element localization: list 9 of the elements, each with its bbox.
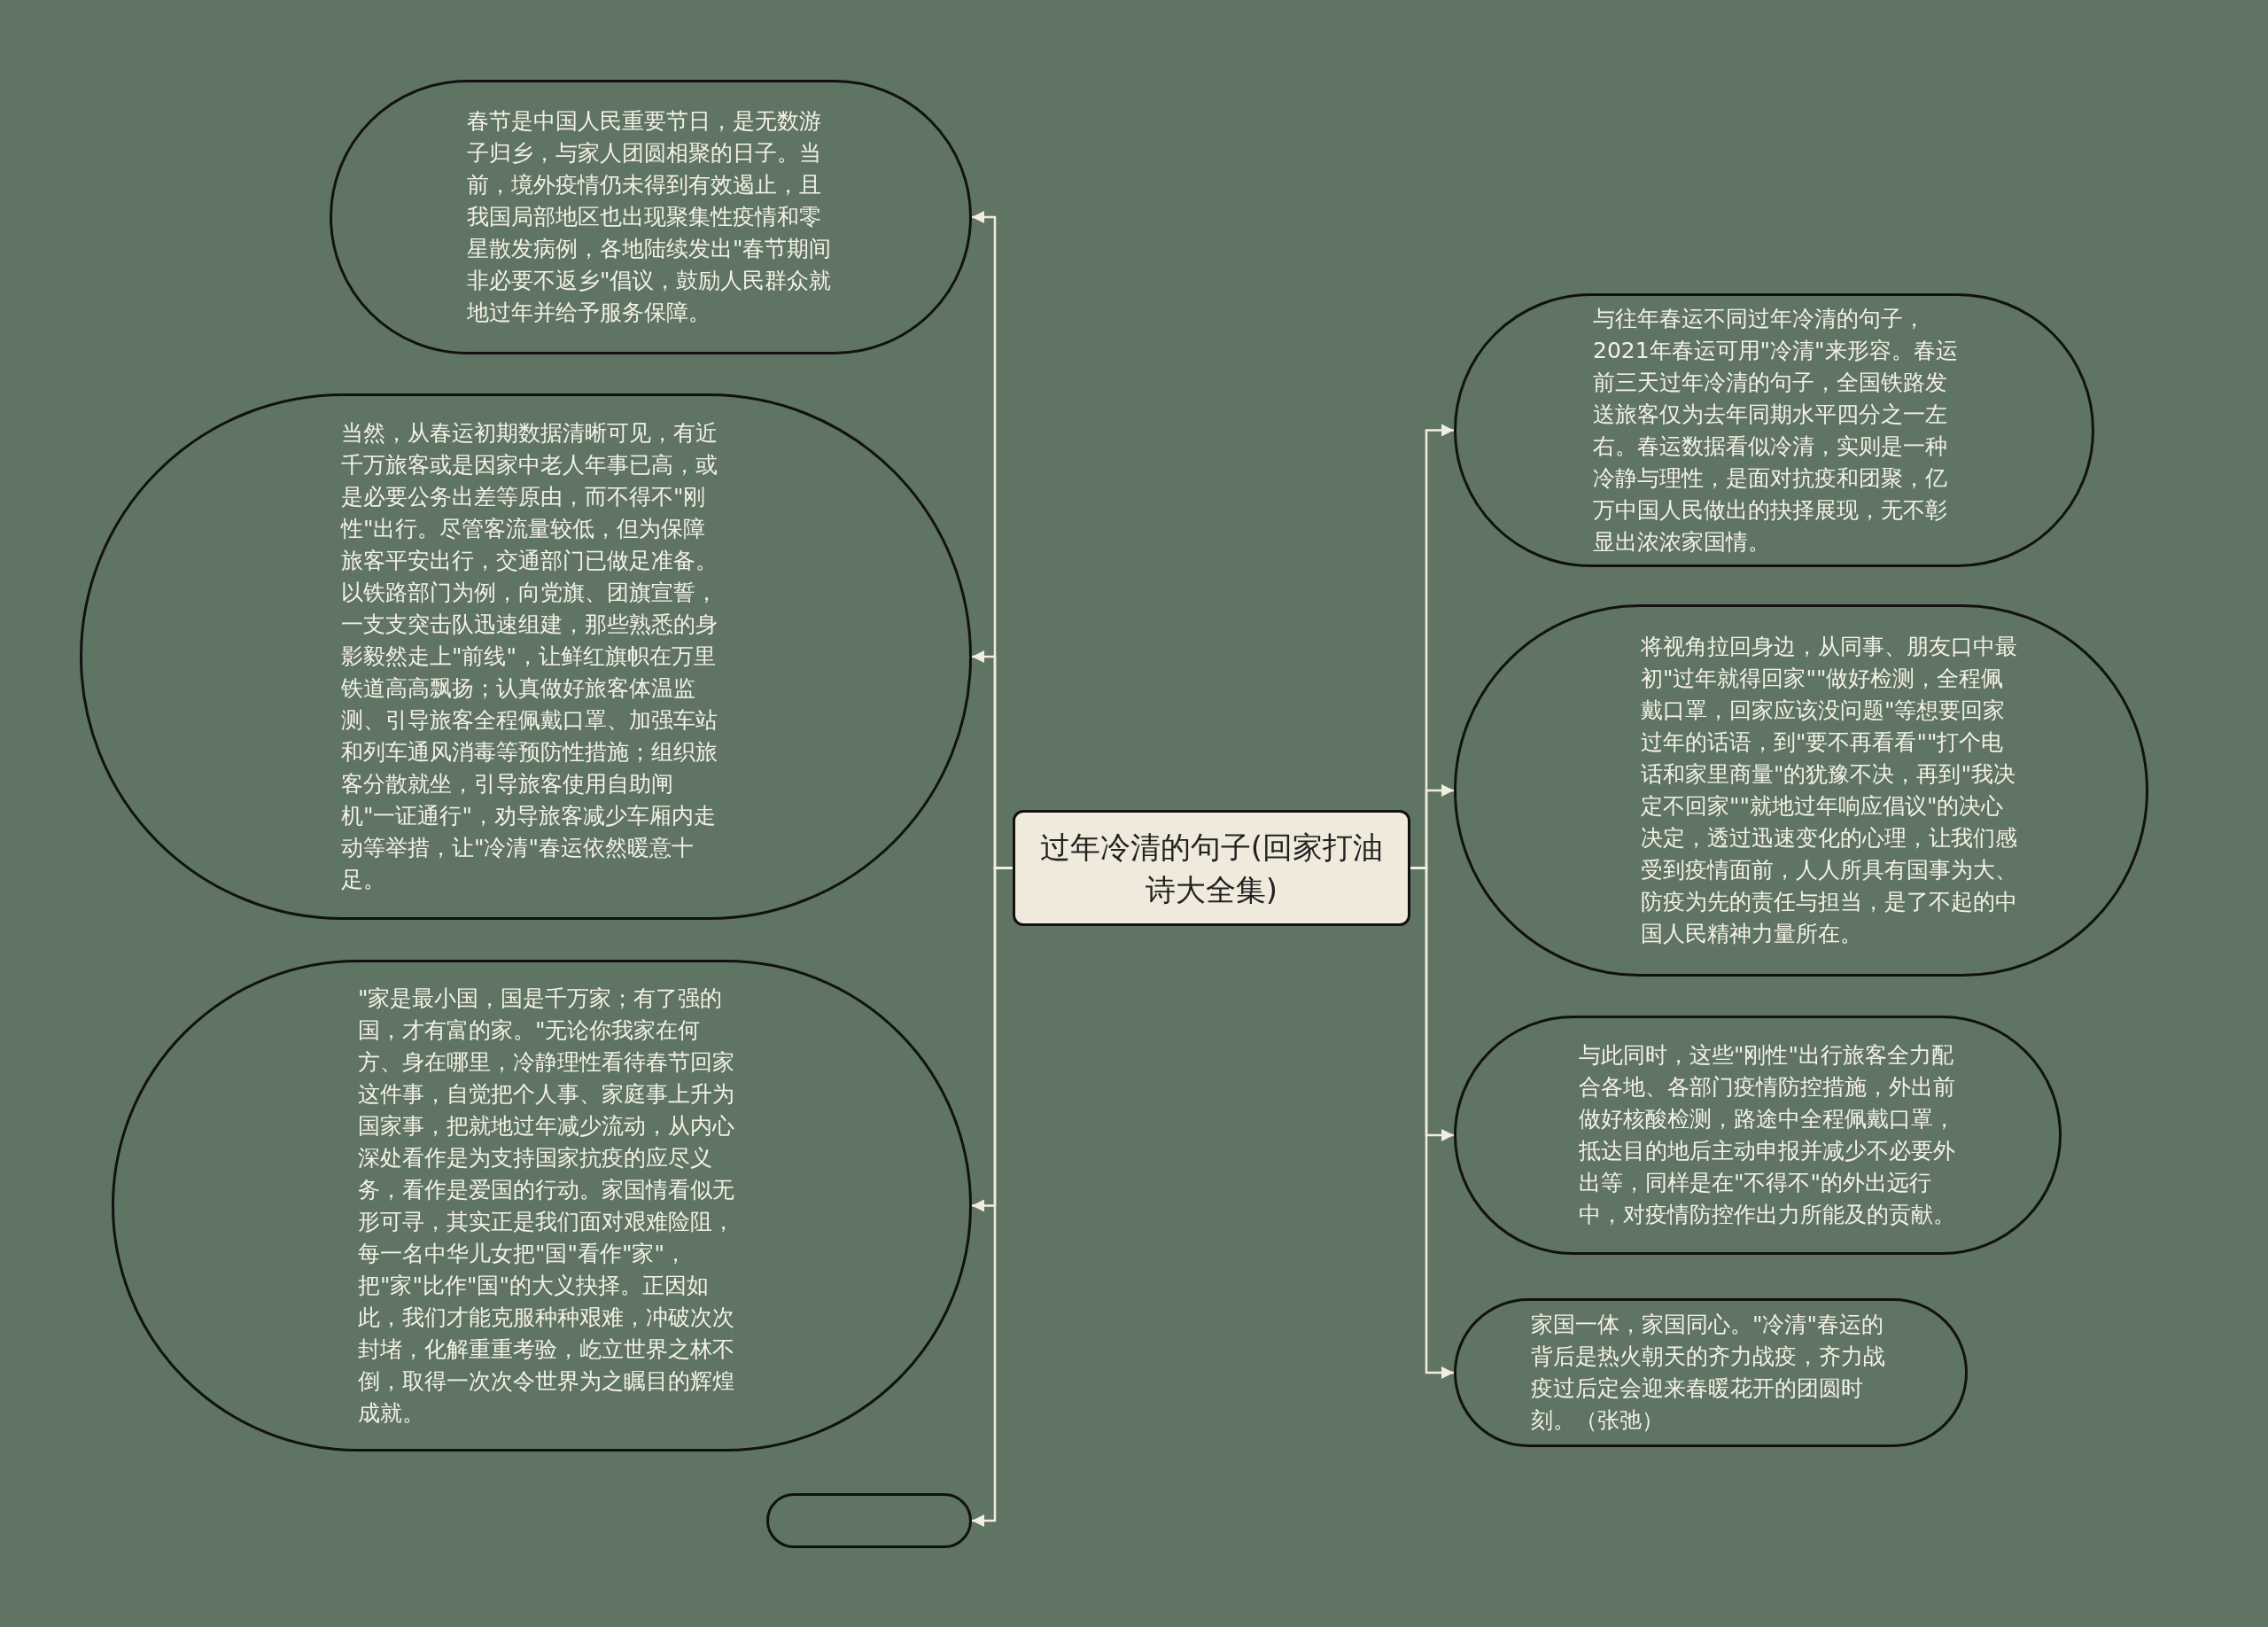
paragraph-text: 与此同时，这些"刚性"出行旅客全力配合各地、各部门疫情防控措施，外出前做好核酸检测，路途中全程佩戴口罩，抵达目的地后主动申报并减少不必要外出等，同样是在"不得不"的外出远行中，对疫情防控作出力所能及的贡献。 (1579, 1041, 1956, 1229)
paragraph-text: 春节是中国人民重要节日，是无数游子归乡，与家人团圆相聚的日子。当前，境外疫情仍未得到有效遏止，且我国局部地区也出现聚集性疫情和零星散发病例，各地陆续发出"春节期间非必要不返乡"倡议，鼓励人民群众就地过年并给予服务保障。 (467, 107, 833, 327)
paragraph-text: 将视角拉回身边，从同事、朋友口中最初"过年就得回家""做好检测，全程佩戴口罩，回家应该没问题"等想要回家过年的话语，到"要不再看看""打个电话和家里商量"的犹豫不决，再到"我决定不回家""就地过年响应倡议"的决心决定，透过迅速变化的心理，让我们感受到疫情面前，人人所具有国事为大、防疫为先的责任与担当，是了不起的中国人民精神力量所在。 (1641, 633, 2017, 948)
paragraph-text: "家是最小国，国是千万家；有了强的国，才有富的家。"无论你我家在何方、身在哪里，冷静理性看待春节回家这件事，自觉把个人事、家庭事上升为国家事，把就地过年减少流动，从内心深处看作是为支持国家抗疫的应尽义务，看作是爱国的行动。家国情看似无形可寻，其实正是我们面对艰难险阻，每一名中华儿女把"国"看作"家"，把"家"比作"国"的大义抉择。正因如此，我们才能克服种种艰难，冲破次次封堵，化解重重考验，屹立世界之林不倒，取得一次次令世界为之瞩目的辉煌成就。 (358, 984, 734, 1428)
paragraph-text: 家国一体，家国同心。"冷清"春运的背后是热火朝天的齐力战疫，齐力战疫过后定会迎来春暖花开的团圆时刻。（张弛） (1531, 1311, 1886, 1435)
title-box (1013, 810, 1410, 926)
paragraph-text: 当然，从春运初期数据清晰可见，有近千万旅客或是因家中老人年事已高，或是必要公务出差等原由，而不得不"刚性"出行。尽管客流量较低，但为保障旅客平安出行，交通部门已做足准备。以铁路部门为例，向党旗、团旗宣誓，一支支突击队迅速组建，那些熟悉的身影毅然走上"前线"，让鲜红旗帜在万里铁道高高飘扬；认真做好旅客体温监测、引导旅客全程佩戴口罩、加强车站和列车通风消毒等预防性措施；组织旅客分散就坐，引导旅客使用自助闸机"一证通行"，劝导旅客减少车厢内走动等举措，让"冷清"春运依然暖意十足。 (341, 419, 718, 894)
paragraph-text: 与往年春运不同过年冷清的句子，2021年春运可用"冷清"来形容。春运前三天过年冷清的句子，全国铁路发送旅客仅为去年同期水平四分之一左右。春运数据看似冷清，实则是一种冷静与理性，是面对抗疫和团聚，亿万中国人民做出的抉择展现，无不彰显出浓浓家国情。 (1593, 304, 1959, 557)
title-text: 过年冷清的句子(回家打油诗大全集) (1038, 828, 1385, 909)
